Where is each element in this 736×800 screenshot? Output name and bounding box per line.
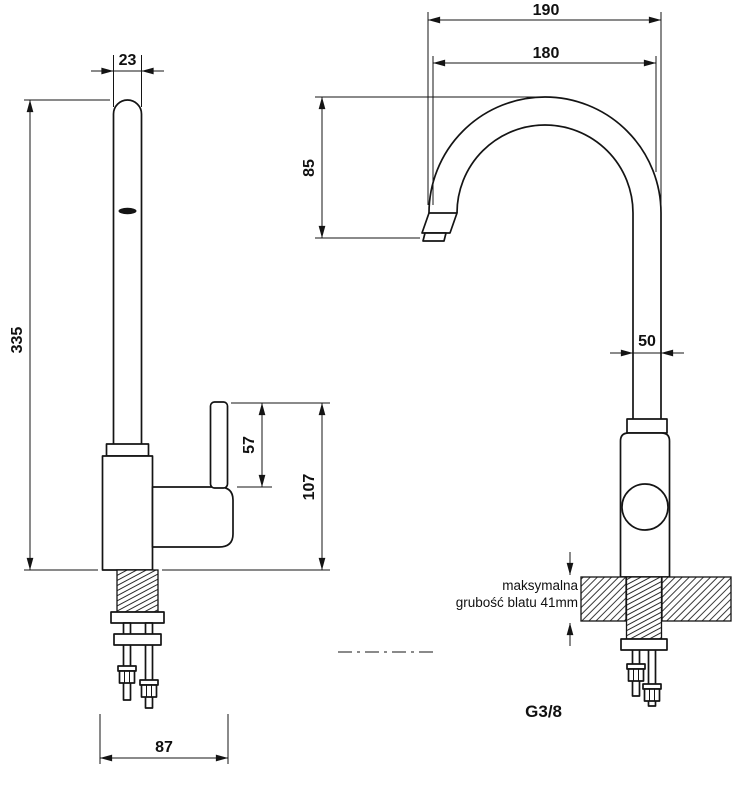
dim-label-lever-height: 57 — [241, 436, 258, 454]
countertop-right — [661, 576, 732, 622]
body-collar-side — [626, 418, 668, 434]
dim-label-reach-outer: 190 — [533, 2, 560, 19]
side-dimensions: 190 180 85 50 maksymalna grubość blatu 4… — [301, 2, 684, 721]
handle-base — [151, 486, 234, 548]
aerator-slot — [118, 207, 137, 215]
dim-label-spout-clearance: 85 — [301, 159, 318, 177]
front-dimensions: 23 335 57 107 87 — [9, 52, 330, 764]
spout-outline — [112, 99, 143, 458]
dim-label-body-diameter: 50 — [638, 333, 656, 350]
handle-lever — [209, 401, 229, 489]
gooseneck-inner — [456, 124, 634, 430]
mount-bracket-side — [620, 638, 668, 651]
mount-bracket — [113, 633, 162, 646]
thread-shank-side — [625, 576, 663, 640]
faucet-body — [101, 455, 154, 571]
mount-stud-left — [122, 622, 132, 701]
spout-aerator — [422, 232, 447, 242]
dim-label-base-width: 87 — [155, 739, 173, 756]
thread-size-label: G3/8 — [525, 702, 562, 721]
spout-nozzle — [421, 212, 458, 234]
nut-right — [140, 684, 158, 698]
gooseneck-outer — [428, 96, 662, 430]
thread-shank — [116, 569, 159, 613]
front-view: 23 335 57 107 87 — [9, 52, 330, 764]
dim-label-spout-width: 23 — [119, 52, 137, 69]
dim-label-total-height: 335 — [9, 327, 26, 354]
dim-label-reach-inner: 180 — [533, 45, 560, 62]
counter-note-line1: maksymalna — [502, 578, 578, 593]
handle-knob — [621, 483, 669, 531]
nut-right-side — [643, 688, 661, 702]
mount-stud-right — [144, 622, 154, 709]
side-view: 190 180 85 50 maksymalna grubość blatu 4… — [301, 2, 732, 721]
counter-note-line2: grubość blatu 41mm — [456, 595, 578, 610]
body-collar — [105, 443, 150, 457]
nut-left — [118, 670, 136, 684]
mount-flange — [110, 611, 165, 624]
dim-label-body-height: 107 — [301, 474, 318, 501]
nut-left-side — [627, 668, 645, 682]
countertop-left — [580, 576, 627, 622]
